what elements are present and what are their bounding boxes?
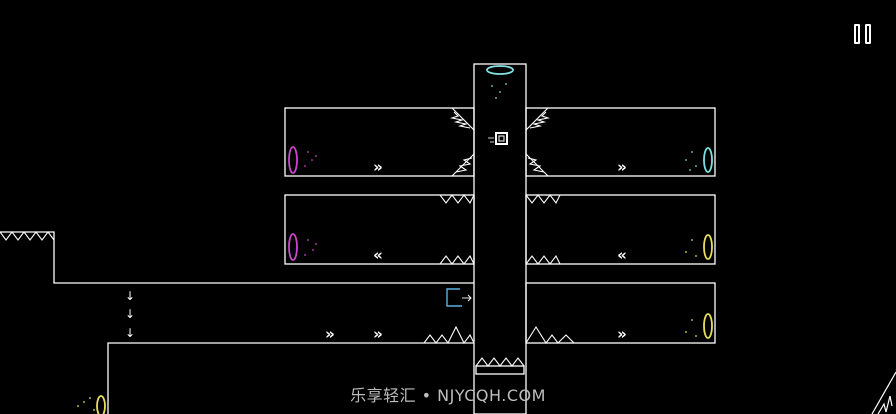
spike-ceiling-mr [525,194,561,205]
ground-ledge-upper [0,231,474,284]
spike-floor-mr [525,254,561,265]
spike-diag-ul [451,107,475,131]
particles [77,83,697,411]
spike-row-ledge [0,231,55,241]
portal-cyan-top [486,65,514,75]
player-cube [488,132,508,145]
portal-yellow-lower [703,313,713,339]
down-arrow-icon: ↓ [125,326,135,340]
pause-button[interactable] [848,20,878,50]
ground-ledge-lower [107,342,474,414]
down-arrow-icon: ↓ [125,289,135,303]
conveyor-right-arrow: » [325,325,335,343]
portal-yellow-bottom [96,395,106,414]
pause-icon [865,24,871,44]
spike-floor-lower-right [525,325,575,344]
conveyor-left-arrow: « [617,246,627,264]
conveyor-right-arrow: » [373,325,383,343]
central-shaft [473,63,527,414]
conveyor-right-arrow: » [373,158,383,176]
portal-magenta-upper [288,146,298,174]
watermark: 乐享轻汇 • NJYCQH.COM [350,386,546,405]
conveyor-right-arrow: » [617,325,627,343]
pause-icon [854,24,860,44]
corridor-middle-right [525,194,716,265]
spike-gate [475,357,525,367]
portals [96,65,713,414]
spike-teeth-ur [529,111,551,129]
corridor-lower-right [525,282,716,344]
conveyor-left-arrow: « [373,246,383,264]
corridor-upper-left [284,107,475,177]
sign-bracket-icon [446,288,472,307]
spike-teeth-ll [455,157,473,173]
spike-floor-lower-left [423,325,475,345]
corridor-upper-right [525,107,716,177]
spikes [0,107,575,367]
spike-ceiling-ml [439,194,475,205]
spike-diag-ur [525,107,549,131]
corridor-middle-left [284,194,475,265]
level-walls [0,63,716,414]
down-arrow-icon: ↓ [125,307,135,321]
right-edge-slope [871,371,896,414]
portal-yellow-middle [703,234,713,260]
spike-teeth-ul [449,111,471,129]
shaft-gate [475,365,525,375]
portal-cyan-right [703,147,713,173]
spike-floor-ml [439,254,475,265]
conveyor-right-arrow: » [617,158,627,176]
spike-teeth-lr [527,157,545,173]
portal-magenta-middle [288,233,298,261]
